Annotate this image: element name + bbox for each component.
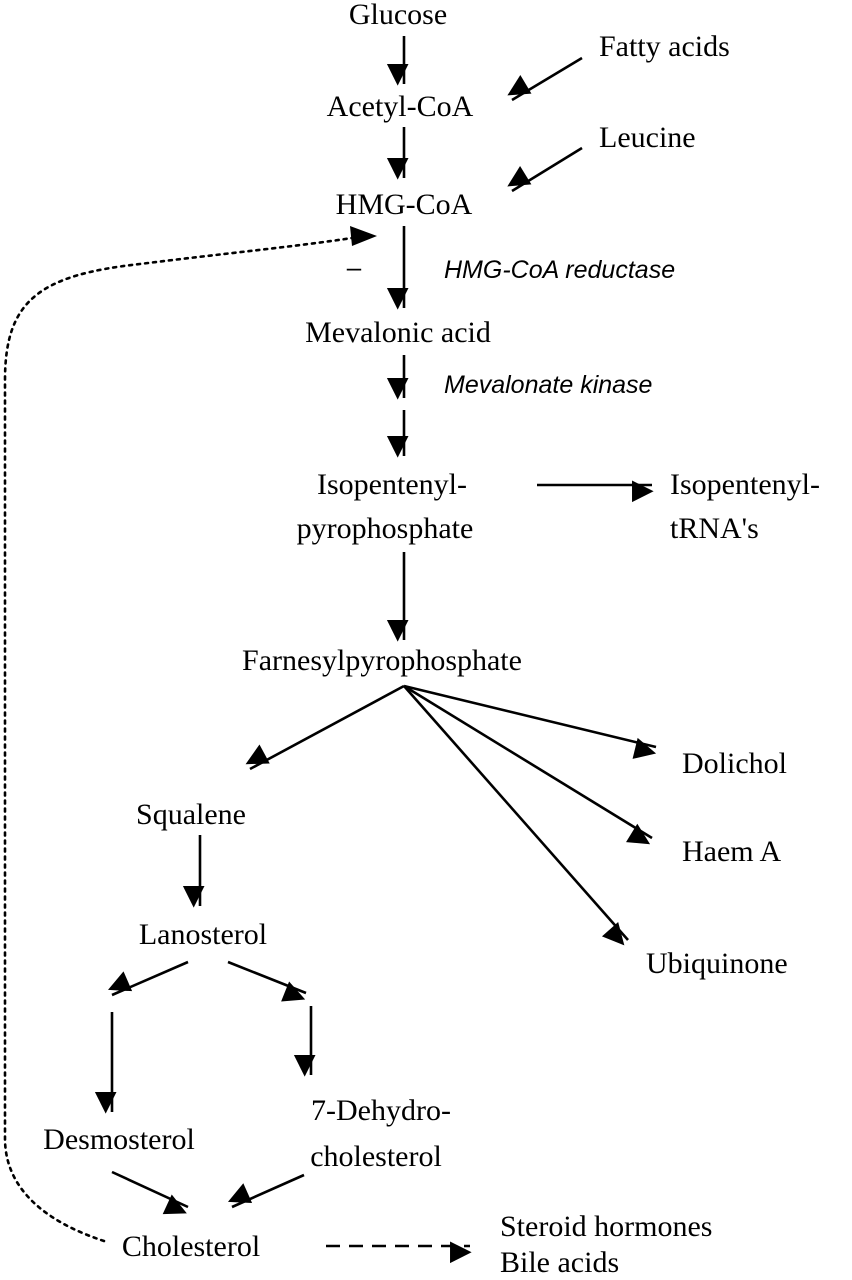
node-isopentenyl-trna-line2: tRNA's: [670, 512, 759, 545]
arrow-desmosterol-to-cholesterol: [111, 1170, 189, 1215]
node-desmosterol: Desmosterol: [43, 1123, 195, 1156]
node-mevalonic-acid: Mevalonic acid: [305, 316, 491, 349]
node-dolichol: Dolichol: [682, 747, 787, 780]
node-cholesterol: Cholesterol: [122, 1230, 260, 1263]
enzyme-mevalonate-kinase: Mevalonate kinase: [444, 371, 652, 399]
arrow-lanosterol-to-right-branch: [227, 960, 307, 1002]
arrow-farnesyl-pp-to-ubiquinone: [403, 685, 629, 946]
arrow-fatty-acids-to-acetyl-coa: [507, 56, 583, 102]
node-squalene: Squalene: [136, 798, 246, 831]
feedback-arrowhead: [350, 226, 377, 246]
arrow-farnesyl-pp-to-squalene: [245, 684, 405, 771]
dotted-feedback-cholesterol-to-hmg-coa: [3, 236, 354, 1243]
enzyme-hmg-coa-reductase: HMG-CoA reductase: [444, 256, 675, 284]
node-isopentenyl-pyrophosphate-line2: pyrophosphate: [297, 512, 474, 545]
arrow-leucine-to-hmg-coa: [507, 146, 583, 193]
node-glucose: Glucose: [349, 0, 447, 31]
arrow-lanosterol-to-left-branch: [108, 960, 189, 997]
feedback-inhibition-sign: –: [347, 252, 362, 282]
arrow-farnesyl-pp-to-dolichol: [403, 684, 657, 759]
node-7-dehydrocholesterol-line1: 7-Dehydro-: [311, 1094, 451, 1127]
node-isopentenyl-trna-line1: Isopentenyl-: [670, 468, 820, 501]
arrow-farnesyl-pp-to-haem-a: [403, 684, 653, 845]
node-acetyl-coa: Acetyl-CoA: [327, 90, 474, 123]
node-lanosterol: Lanosterol: [139, 918, 267, 951]
node-fatty-acids: Fatty acids: [599, 30, 730, 63]
node-hmg-coa: HMG-CoA: [336, 188, 473, 221]
arrow-7-dehydrocholesterol-to-cholesterol: [227, 1173, 305, 1209]
node-leucine: Leucine: [599, 121, 696, 154]
node-ubiquinone: Ubiquinone: [646, 947, 788, 980]
node-isopentenyl-pyrophosphate-line1: Isopentenyl-: [317, 468, 467, 501]
node-farnesylpyrophosphate: Farnesylpyrophosphate: [242, 644, 522, 677]
node-bile-acids: Bile acids: [500, 1246, 619, 1279]
node-steroid-hormones: Steroid hormones: [500, 1210, 712, 1243]
node-7-dehydrocholesterol-line2: cholesterol: [310, 1140, 442, 1173]
node-haem-a: Haem A: [682, 835, 781, 868]
